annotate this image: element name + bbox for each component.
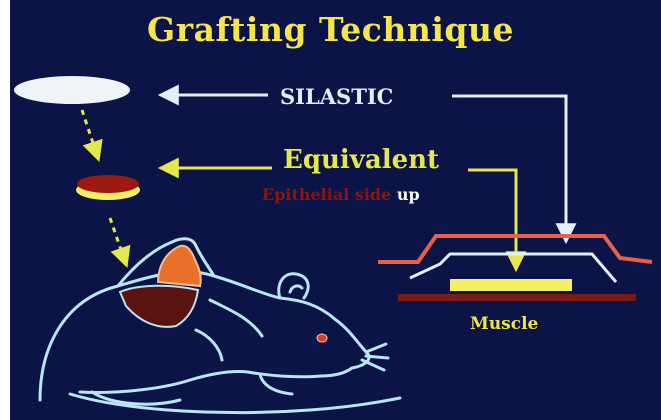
equivalent-disc [76, 175, 140, 200]
mouse-illustration [40, 239, 400, 413]
muscle-layer [398, 294, 636, 301]
mouse-graft-orange [158, 246, 201, 286]
equivalent-graft-layer [450, 279, 572, 291]
dotted-arrow-silastic-to-equivalent [82, 110, 98, 158]
epithelial-caption: Epithelial side up [262, 187, 420, 203]
mouse-eye [317, 334, 327, 342]
slide-title: Grafting Technique [0, 13, 661, 46]
arrow-silastic-to-section [452, 96, 566, 240]
silastic-inner-layer [410, 254, 616, 282]
silastic-disc [14, 76, 130, 104]
epithelial-side-label: Epithelial side [262, 185, 391, 204]
dotted-arrow-equivalent-to-mouse [110, 218, 126, 264]
mouse-graft-red [120, 286, 198, 327]
silastic-label: SILASTIC [280, 86, 393, 107]
muscle-label: Muscle [470, 316, 538, 333]
up-label: up [397, 185, 420, 204]
equivalent-label: Equivalent [283, 147, 439, 173]
